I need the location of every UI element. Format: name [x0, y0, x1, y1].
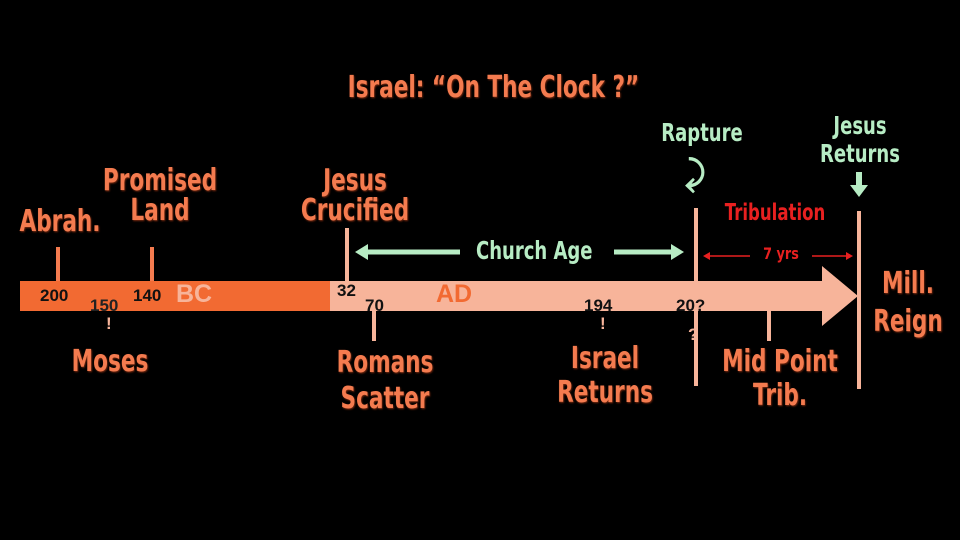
mill-line-1: Mill.: [882, 266, 934, 301]
year-194: 194: [584, 296, 613, 315]
label-israel-returns: Israel Returns: [551, 342, 659, 410]
label-tribulation: Tribulation: [724, 200, 826, 226]
label-promised-land: Promised Land: [102, 166, 217, 226]
mill-line-2: Reign: [873, 304, 943, 339]
tick-crucified: [345, 228, 349, 281]
crucified-line-2: Crucified: [300, 193, 410, 228]
year-32: 32: [337, 281, 356, 300]
down-arrow-head: [850, 185, 868, 197]
church-age-left-head: [355, 244, 368, 260]
promised-line-2: Land: [130, 193, 190, 228]
midpoint-line-1: Mid Point: [722, 344, 838, 379]
tick-promised-land: [150, 247, 154, 281]
label-rapture: Rapture: [661, 118, 743, 147]
label-abraham: Abrah.: [19, 204, 101, 239]
returns-line-1: Jesus: [833, 111, 887, 140]
label-seven-years: 7 yrs: [763, 244, 799, 263]
label-mill-reign: Mill. Reign: [871, 265, 946, 341]
seven-years-right-head: [846, 252, 853, 260]
year-20-mark: ?: [688, 325, 699, 344]
midpoint-line-2: Trib.: [752, 378, 808, 413]
romans-line-2: Scatter: [340, 381, 430, 416]
year-20: 20?: [676, 296, 706, 315]
promised-line-1: Promised: [102, 163, 218, 198]
bar-bc-section: [20, 281, 332, 311]
romans-line-1: Romans: [336, 345, 434, 380]
church-age-right-head: [671, 244, 684, 260]
bar-ad-label: AD: [436, 280, 473, 308]
tick-romans: [372, 311, 376, 341]
year-150-mark: !: [106, 314, 112, 333]
israel-line-1: Israel: [570, 341, 640, 376]
label-mid-point: Mid Point Trib.: [715, 345, 845, 413]
seven-years-left-head: [703, 252, 710, 260]
bar-bc-label: BC: [176, 280, 213, 308]
page-title: Israel: “On The Clock ?”: [347, 70, 640, 105]
label-church-age: Church Age: [476, 236, 593, 265]
crucified-line-1: Jesus: [323, 163, 387, 198]
rapture-icon: ⤸: [684, 154, 706, 194]
year-70: 70: [365, 296, 384, 315]
year-150: 150: [90, 296, 119, 315]
label-jesus-returns: Jesus Returns: [817, 112, 903, 168]
israel-line-2: Returns: [557, 375, 653, 410]
down-arrow-shaft: [856, 172, 862, 186]
returns-line-2: Returns: [820, 139, 900, 168]
year-140: 140: [133, 286, 162, 305]
year-194-mark: !: [600, 314, 606, 333]
tick-jesus-returns: [857, 211, 861, 389]
tick-mid-point: [767, 311, 771, 341]
label-jesus-crucified: Jesus Crucified: [294, 166, 416, 226]
label-moses: Moses: [71, 344, 149, 379]
tick-abraham: [56, 247, 60, 281]
bar-ad-arrow: [330, 266, 858, 326]
label-romans-scatter: Romans Scatter: [331, 345, 439, 417]
tick-rapture: [694, 208, 698, 386]
year-200: 200: [40, 286, 69, 305]
